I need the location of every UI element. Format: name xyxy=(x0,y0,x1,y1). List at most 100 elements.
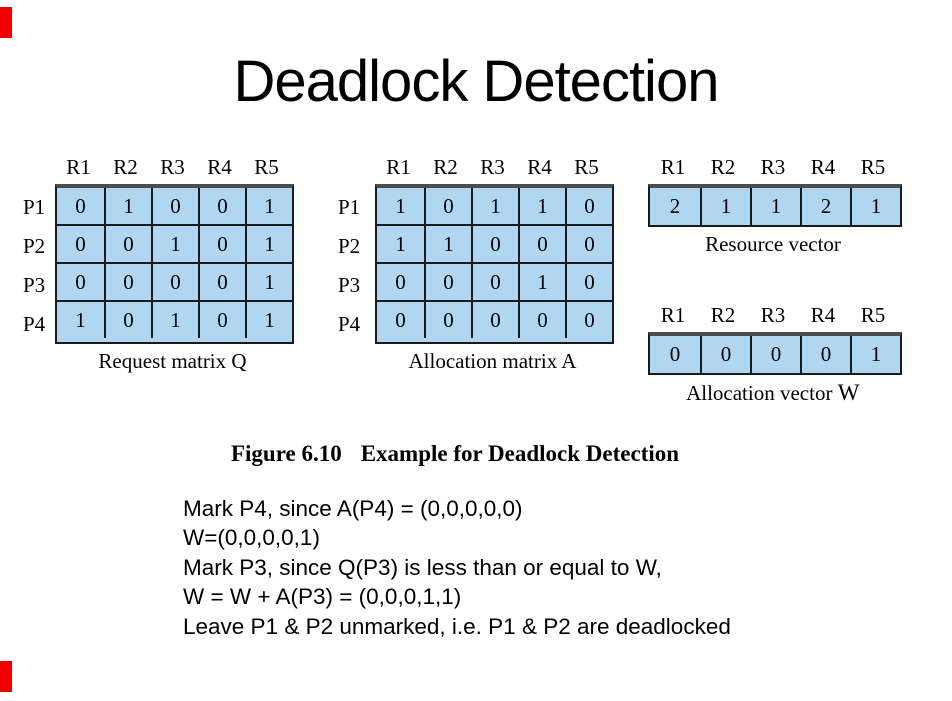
resource-vector-caption: Resource vector xyxy=(705,232,841,256)
matrix-cell: 0 xyxy=(565,264,612,300)
column-header: R5 xyxy=(574,155,599,179)
allocation-vector-caption: Allocation vector W xyxy=(648,380,898,406)
matrix-cell: 1 xyxy=(377,226,424,262)
matrix-cell: 1 xyxy=(518,188,565,224)
vector-cell: 1 xyxy=(700,188,750,225)
matrix-cell: 0 xyxy=(104,226,151,262)
matrix-cell: 0 xyxy=(565,302,612,338)
column-header: R1 xyxy=(66,155,91,179)
column-header: R5 xyxy=(860,155,886,179)
matrix-cell: 1 xyxy=(424,226,471,262)
vector-cell: 2 xyxy=(800,188,850,225)
matrix-cell: 0 xyxy=(57,188,104,224)
vector-cell: 0 xyxy=(800,336,850,373)
red-edge-marker-bottom xyxy=(0,661,12,692)
vector-cell: 2 xyxy=(650,188,700,225)
row-label: P4 xyxy=(338,312,361,336)
note-line: Mark P3, since Q(P3) is less than or equ… xyxy=(183,554,662,580)
vector-cell: 1 xyxy=(750,188,800,225)
vector-cell: 1 xyxy=(850,336,900,373)
note-line: Mark P4, since A(P4) = (0,0,0,0,0) xyxy=(183,495,523,521)
column-header: R4 xyxy=(810,303,836,327)
column-header: R2 xyxy=(710,303,736,327)
matrix-cell: 0 xyxy=(377,302,424,338)
matrix-cell: 0 xyxy=(471,264,518,300)
matrix-cell: 1 xyxy=(57,302,104,338)
figure-caption-text: Example for Deadlock Detection xyxy=(360,441,680,466)
matrix-cell: 1 xyxy=(518,264,565,300)
note-line: W=(0,0,0,0,1) xyxy=(183,525,320,551)
matrix-cell: 1 xyxy=(377,188,424,224)
red-edge-marker-top xyxy=(0,7,12,38)
allocation-matrix-caption: Allocation matrix A xyxy=(408,349,577,373)
matrix-cell: 0 xyxy=(565,188,612,224)
vector-cell: 0 xyxy=(700,336,750,373)
matrix-cell: 1 xyxy=(245,302,292,338)
matrix-cell: 1 xyxy=(245,188,292,224)
vector-cell: 0 xyxy=(650,336,700,373)
matrix-cell: 0 xyxy=(377,264,424,300)
matrix-cell: 0 xyxy=(198,188,245,224)
page-title: Deadlock Detection xyxy=(233,49,720,114)
column-header: R1 xyxy=(660,155,686,179)
column-header: R3 xyxy=(480,155,505,179)
matrix-cell: 0 xyxy=(57,264,104,300)
note-line: Leave P1 & P2 unmarked, i.e. P1 & P2 are… xyxy=(183,613,731,639)
notes-block: Mark P4, since A(P4) = (0,0,0,0,0) W=(0,0… xyxy=(183,494,731,642)
matrix-cell: 0 xyxy=(471,302,518,338)
column-header: R5 xyxy=(860,303,886,327)
matrix-cell: 0 xyxy=(104,264,151,300)
allocation-vector-caption-text: Allocation vector xyxy=(686,381,833,405)
row-label: P3 xyxy=(338,273,361,297)
matrix-cell: 0 xyxy=(198,264,245,300)
column-header: R2 xyxy=(710,155,736,179)
row-label: P1 xyxy=(23,195,46,219)
column-header: R4 xyxy=(810,155,836,179)
matrix-cell: 1 xyxy=(245,226,292,262)
column-header: R4 xyxy=(207,155,232,179)
column-header: R5 xyxy=(254,155,279,179)
note-line: W = W + A(P3) = (0,0,0,1,1) xyxy=(183,584,462,610)
figure-caption-label: Figure 6.10 xyxy=(230,441,342,466)
column-header: R2 xyxy=(433,155,458,179)
matrix-cell: 0 xyxy=(424,188,471,224)
resource-vector-column-headers: R1 R2 R3 R4 R5 xyxy=(648,155,902,179)
row-label: P2 xyxy=(23,234,46,258)
matrix-cell: 0 xyxy=(518,302,565,338)
row-label: P1 xyxy=(338,195,361,219)
column-header: R3 xyxy=(760,303,786,327)
matrix-cell: 0 xyxy=(198,302,245,338)
row-label: P4 xyxy=(23,312,46,336)
matrix-cell: 0 xyxy=(565,226,612,262)
matrix-cell: 1 xyxy=(151,226,198,262)
vector-cell: 1 xyxy=(850,188,900,225)
matrix-cell: 0 xyxy=(424,264,471,300)
column-header: R3 xyxy=(760,155,786,179)
matrix-cell: 0 xyxy=(518,226,565,262)
matrix-cell: 0 xyxy=(151,264,198,300)
figure-caption: Figure 6.10 Example for Deadlock Detectio… xyxy=(155,441,755,467)
